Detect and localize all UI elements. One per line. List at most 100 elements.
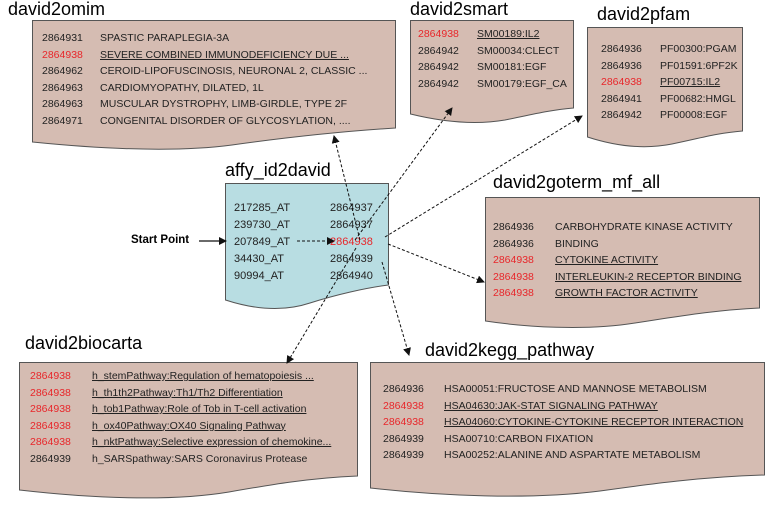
biocarta-row-value[interactable]: h_nktPathway:Selective expression of che… [92, 436, 332, 448]
omim-row-value: CARDIOMYOPATHY, DILATED, 1L [100, 81, 264, 94]
smart-title: david2smart [410, 0, 509, 19]
biocarta-document-shape [19, 362, 358, 499]
omim-row-id: 2864971 [42, 114, 83, 127]
omim-row: 2864971 CONGENITAL DISORDER OF GLYCOSYLAT… [42, 113, 367, 130]
pfam-title: david2pfam [597, 4, 691, 24]
kegg-row: 2864938 HSA04060:CYTOKINE-CYTOKINE RECEPT… [383, 414, 743, 431]
goterm-row-value[interactable]: INTERLEUKIN-2 RECEPTOR BINDING [555, 270, 742, 283]
affy-row-probe: 34430_AT [234, 253, 284, 265]
goterm-row-value[interactable]: CYTOKINE ACTIVITY [555, 254, 659, 266]
omim-title: david2omim [8, 0, 106, 19]
kegg-row-value[interactable]: HSA04630:JAK-STAT SIGNALING PATHWAY [444, 399, 658, 412]
smart-row-value: SM00181:EGF [477, 61, 547, 73]
goterm-row-id: 2864936 [493, 237, 534, 250]
pfam-row-id: 2864941 [601, 92, 642, 105]
affy-row-id: 2864939 [330, 253, 373, 265]
biocarta-row-id: 2864938 [30, 403, 71, 415]
smart-row-id: 2864938 [418, 28, 459, 40]
affy-row-id: 2864937 [330, 219, 373, 231]
pfam-row: 2864941 PF00682:HMGL [601, 91, 738, 108]
goterm-row-value: CARBOHYDRATE KINASE ACTIVITY [555, 221, 733, 233]
kegg-row-value[interactable]: HSA04060:CYTOKINE-CYTOKINE RECEPTOR INTE… [444, 416, 744, 428]
affy-title: affy_id2david [225, 160, 331, 180]
kegg-row: 2864936 HSA00051:FRUCTOSE AND MANNOSE MET… [383, 381, 743, 398]
affy-row-probe: 217285_AT [234, 202, 291, 214]
omim-row: 2864962 CEROID-LIPOFUSCINOSIS, NEURONAL 2… [42, 63, 367, 80]
omim-row-id: 2864963 [42, 81, 83, 94]
smart-row-value[interactable]: SM00189:IL2 [477, 28, 540, 40]
pfam-row-value: PF00682:HMGL [660, 92, 736, 105]
pfam-row: 2864938 PF00715:IL2 [601, 74, 738, 91]
omim-row-value: SPASTIC PARAPLEGIA-3A [100, 32, 230, 44]
biocarta-row-value[interactable]: h_stemPathway:Regulation of hematopoiesi… [92, 370, 314, 382]
start-point-label: Start Point [131, 234, 190, 246]
biocarta-title: david2biocarta [25, 333, 143, 353]
pfam-row-id: 2864936 [601, 59, 642, 72]
omim-row-value: MUSCULAR DYSTROPHY, LIMB-GIRDLE, TYPE 2F [100, 98, 348, 110]
pfam-row-id: 2864936 [601, 43, 642, 55]
pfam-row: 2864936 PF01591:6PF2K [601, 58, 738, 75]
goterm-row: 2864938 INTERLEUKIN-2 RECEPTOR BINDING [493, 269, 742, 286]
affy-row-probe: 207849_AT [234, 236, 291, 248]
pfam-row-value[interactable]: PF00715:IL2 [660, 76, 721, 88]
pfam-document-shape [587, 27, 743, 148]
pfam-row-id: 2864942 [601, 109, 642, 121]
affy-row-id: 2864940 [330, 270, 373, 282]
biocarta-row-id: 2864938 [30, 386, 71, 399]
goterm-row-id: 2864936 [493, 221, 534, 233]
omim-row-id: 2864931 [42, 32, 83, 44]
affy-row-probe: 90994_AT [234, 270, 284, 282]
omim-row: 2864963 CARDIOMYOPATHY, DILATED, 1L [42, 80, 367, 97]
biocarta-row-value[interactable]: h_th1th2Pathway:Th1/Th2 Differentiation [92, 386, 283, 399]
omim-row-value: CONGENITAL DISORDER OF GLYCOSYLATION, ..… [100, 114, 351, 127]
biocarta-row: 2864938 h_tob1Pathway:Role of Tob in T-ce… [30, 401, 331, 418]
kegg-title: david2kegg_pathway [425, 340, 595, 360]
biocarta-row-value: h_SARSpathway:SARS Coronavirus Protease [92, 452, 308, 465]
omim-row-value: CEROID-LIPOFUSCINOSIS, NEURONAL 2, CLASS… [100, 65, 368, 77]
omim-row-value[interactable]: SEVERE COMBINED IMMUNODEFICIENCY DUE ... [100, 48, 349, 61]
smart-row: 2864938 SM00189:IL2 [418, 26, 567, 43]
omim-row-id: 2864938 [42, 48, 83, 61]
biocarta-row-value[interactable]: h_ox40Pathway:OX40 Signaling Pathway [92, 419, 286, 432]
kegg-document-shape [370, 362, 765, 497]
kegg-row-id: 2864936 [383, 383, 424, 395]
goterm-row: 2864936 CARBOHYDRATE KINASE ACTIVITY [493, 219, 742, 236]
kegg-table: 2864936 HSA00051:FRUCTOSE AND MANNOSE MET… [370, 362, 765, 500]
affy-row: 34430_AT 2864939 [234, 251, 382, 268]
kegg-row-value: HSA00051:FRUCTOSE AND MANNOSE METABOLISM [444, 383, 707, 395]
smart-row-id: 2864942 [418, 61, 459, 73]
goterm-row-id: 2864938 [493, 270, 534, 283]
kegg-row-value: HSA00710:CARBON FIXATION [444, 432, 594, 445]
goterm-row-value[interactable]: GROWTH FACTOR ACTIVITY [555, 287, 698, 299]
biocarta-row-value[interactable]: h_tob1Pathway:Role of Tob in T-cell acti… [92, 403, 307, 415]
biocarta-row: 2864938 h_nktPathway:Selective expression… [30, 434, 331, 451]
affy-row: 90994_AT 2864940 [234, 268, 382, 285]
smart-row-id: 2864942 [418, 44, 459, 57]
pfam-row-value: PF01591:6PF2K [660, 59, 738, 72]
pfam-row-id: 2864938 [601, 76, 642, 88]
biocarta-row-id: 2864939 [30, 452, 71, 465]
kegg-row-id: 2864938 [383, 416, 424, 428]
kegg-row-id: 2864939 [383, 449, 424, 461]
biocarta-row-id: 2864938 [30, 436, 71, 448]
omim-row-id: 2864962 [42, 65, 83, 77]
biocarta-row: 2864938 h_th1th2Pathway:Th1/Th2 Different… [30, 385, 331, 402]
biocarta-row: 2864939 h_SARSpathway:SARS Coronavirus Pr… [30, 451, 331, 468]
omim-row: 2864931 SPASTIC PARAPLEGIA-3A [42, 30, 367, 47]
omim-row: 2864938 SEVERE COMBINED IMMUNODEFICIENCY … [42, 47, 367, 64]
smart-row-id: 2864942 [418, 77, 459, 90]
